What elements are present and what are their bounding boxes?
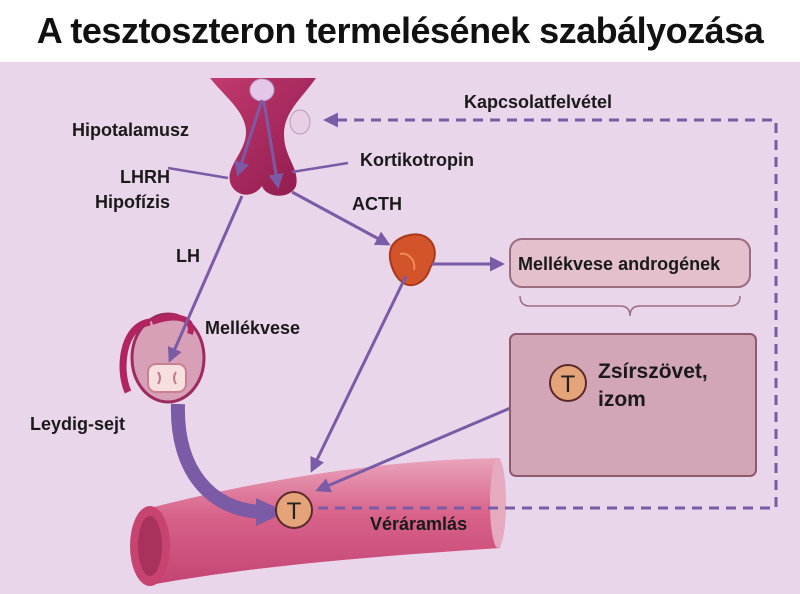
label-corticotropin: Kortikotropin bbox=[360, 150, 474, 170]
label-lhrh: LHRH bbox=[120, 167, 170, 187]
adrenal-androgens-box bbox=[509, 238, 751, 317]
testis bbox=[119, 312, 206, 404]
label-lh: LH bbox=[176, 246, 200, 266]
label-leydig: Leydig-sejt bbox=[30, 414, 125, 434]
t-blood-letter: T bbox=[287, 498, 302, 525]
leydig-to-blood-arrow bbox=[170, 403, 263, 519]
label-adrenal: Mellékvese bbox=[205, 318, 300, 338]
label-hypothalamus: Hipotalamusz bbox=[72, 120, 189, 140]
androgen-brace bbox=[519, 295, 741, 317]
label-muscle: izom bbox=[598, 388, 646, 411]
lhrh-pointer bbox=[167, 166, 229, 180]
diagram-title: A tesztoszteron termelésének szabályozás… bbox=[0, 0, 800, 62]
adrenal-to-blood-arrow bbox=[310, 275, 408, 473]
corticotropin-pointer bbox=[291, 161, 349, 174]
label-adrenal-androgens: Mellékvese androgének bbox=[518, 254, 721, 274]
label-bloodstream: Véráramlás bbox=[370, 514, 467, 534]
adrenal-gland bbox=[388, 233, 436, 287]
acth-arrow bbox=[291, 190, 391, 246]
blood-vessel bbox=[130, 458, 506, 586]
t-tissue-letter: T bbox=[561, 371, 576, 398]
testosterone-tissue bbox=[549, 364, 587, 402]
hypothalamus-pituitary bbox=[210, 78, 316, 196]
label-pituitary: Hipofízis bbox=[95, 192, 170, 212]
leydig-cell-icon bbox=[147, 363, 187, 393]
lh-arrow bbox=[167, 195, 244, 363]
arrows bbox=[167, 112, 778, 526]
label-feedback: Kapcsolatfelvétel bbox=[464, 92, 612, 112]
label-acth: ACTH bbox=[352, 194, 402, 214]
feedback-dashed-arrow bbox=[318, 112, 778, 510]
testosterone-blood bbox=[275, 491, 313, 529]
label-fat-tissue: Zsírszövet, bbox=[598, 360, 708, 383]
